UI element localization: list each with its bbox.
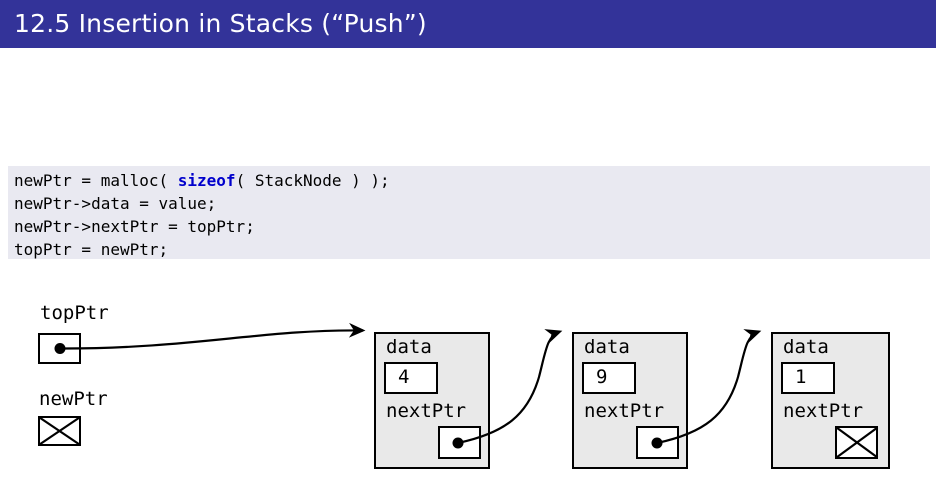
newptr-label: newPtr <box>39 388 108 410</box>
code-line-1-pre: newPtr = malloc( <box>14 171 178 190</box>
stack-node-3: data 1 nextPtr <box>771 332 890 469</box>
node3-nextptr-null-box <box>835 426 878 459</box>
node1-value: 4 <box>398 366 410 388</box>
node1-data-label: data <box>386 336 432 358</box>
node1-value-box: 4 <box>384 362 438 394</box>
code-line-4: topPtr = newPtr; <box>14 240 169 259</box>
topptr-label: topPtr <box>40 302 109 324</box>
arrow-topptr-to-node1 <box>59 322 366 350</box>
page-title: 12.5 Insertion in Stacks (“Push”) <box>14 9 427 38</box>
node2-nextptr-label: nextPtr <box>584 400 665 422</box>
code-line-1-post: ( StackNode ) ); <box>235 171 390 190</box>
code-line-1: newPtr = malloc( sizeof( StackNode ) ); <box>14 169 930 192</box>
node2-nextptr-box <box>636 426 679 459</box>
code-line-3: newPtr->nextPtr = topPtr; <box>14 217 255 236</box>
keyword-sizeof: sizeof <box>177 171 236 190</box>
node3-data-label: data <box>783 336 829 358</box>
newptr-box <box>38 416 81 446</box>
node2-value: 9 <box>596 366 608 388</box>
node2-data-label: data <box>584 336 630 358</box>
topptr-box <box>38 333 81 364</box>
title-bar: 12.5 Insertion in Stacks (“Push”) <box>0 0 936 48</box>
node1-nextptr-box <box>438 426 481 459</box>
stack-node-1: data 4 nextPtr <box>374 332 490 469</box>
node1-nextptr-label: nextPtr <box>386 400 467 422</box>
code-block: newPtr = malloc( sizeof( StackNode ) );n… <box>8 166 930 259</box>
node3-nextptr-label: nextPtr <box>783 400 864 422</box>
stack-node-2: data 9 nextPtr <box>572 332 688 469</box>
code-line-2: newPtr->data = value; <box>14 194 217 213</box>
node2-value-box: 9 <box>582 362 636 394</box>
node3-value: 1 <box>795 366 807 388</box>
node3-value-box: 1 <box>781 362 835 394</box>
